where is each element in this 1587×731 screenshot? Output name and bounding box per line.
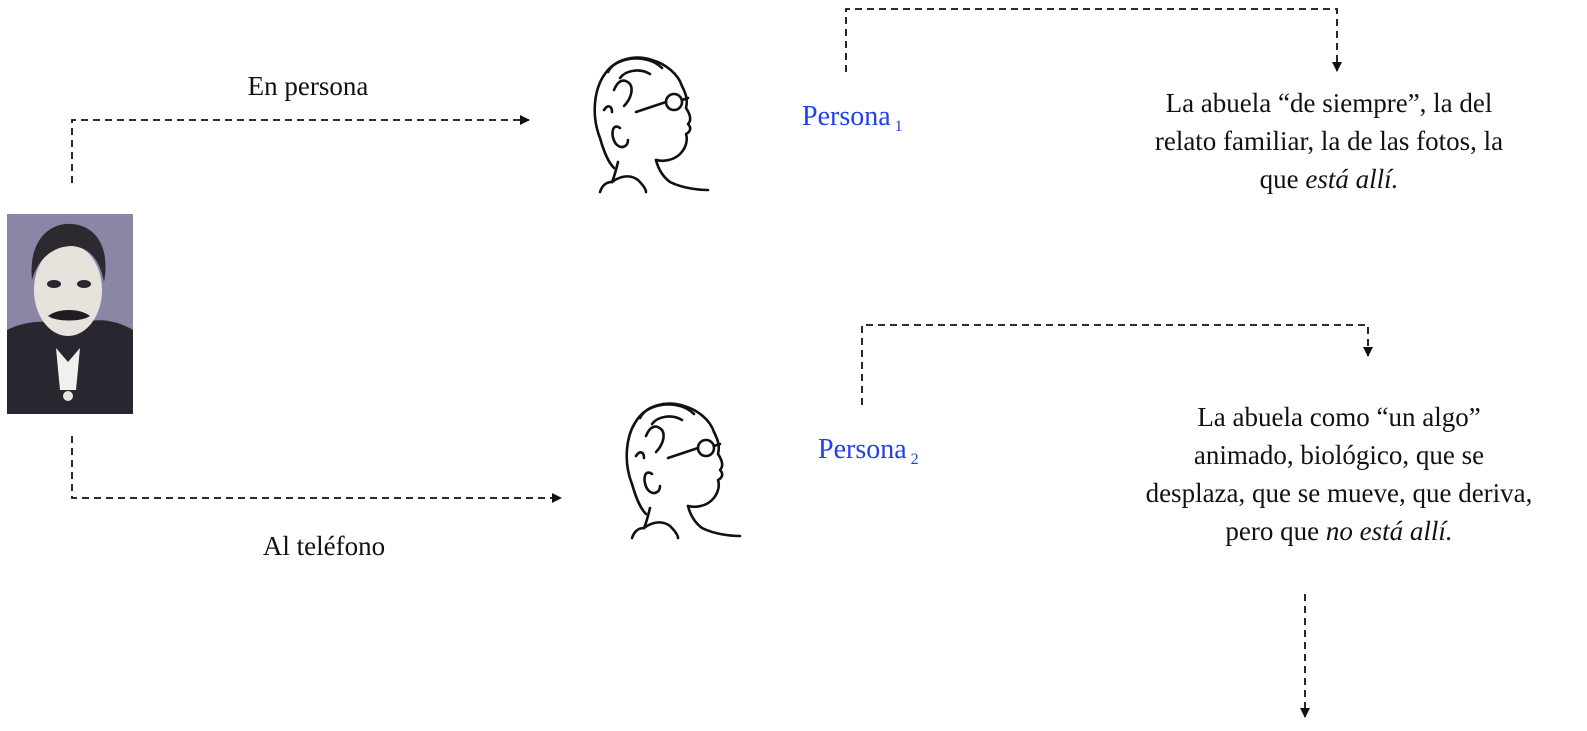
arrow-to-grandma-2 (71, 436, 562, 503)
label-phone: Al teléfono (262, 531, 386, 561)
grandmother-sketch-icon-1 (593, 56, 710, 194)
description-1-line-3: que está allí. (1259, 164, 1399, 194)
arrow-persona-1-to-desc (845, 8, 1342, 72)
arrow-persona-2-to-desc (861, 324, 1373, 405)
grandmother-sketch-icon-2 (625, 402, 742, 540)
description-1: La abuela “de siempre”, la del relato fa… (1114, 84, 1544, 198)
description-1-line-2: relato familiar, la de las fotos, la (1154, 126, 1504, 156)
description-2-line-3: desplaza, que se mueve, que deriva, (1145, 478, 1533, 508)
description-2-line-2: animado, biológico, que se (1193, 440, 1485, 470)
description-1-line-1: La abuela “de siempre”, la del (1165, 88, 1493, 118)
portrait-proust (7, 214, 133, 414)
arrow-to-grandma-1 (71, 115, 530, 183)
description-2-line-4: pero que no está allí. (1225, 516, 1453, 546)
description-2: La abuela como “un algo” animado, biológ… (1114, 398, 1564, 550)
description-2-line-1: La abuela como “un algo” (1197, 402, 1481, 432)
label-in-person: En persona (247, 71, 369, 101)
